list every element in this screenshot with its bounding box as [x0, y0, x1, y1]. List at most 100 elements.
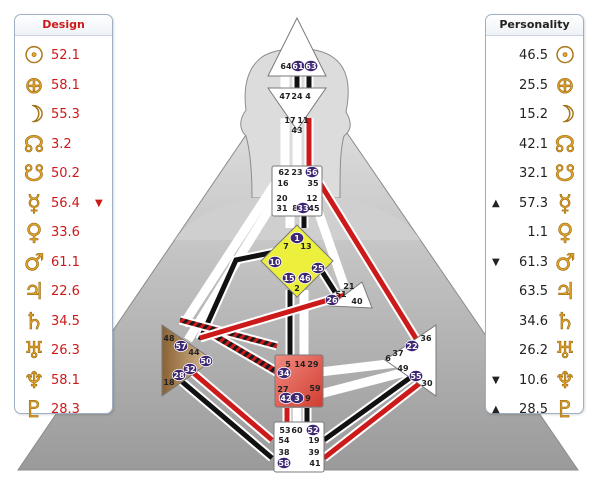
south-node-icon: ☋: [554, 161, 576, 188]
personality-gate-value: 63.5: [519, 284, 548, 299]
channel-activation: [197, 249, 276, 342]
gate-number: 48: [163, 334, 175, 343]
personality-gate-value: 34.6: [519, 313, 548, 329]
gate-number: 22: [406, 342, 417, 351]
gate-activation-marker: [408, 369, 424, 382]
neptune-icon: ♆: [554, 367, 576, 394]
personality-fixing-arrow: ▲: [492, 197, 500, 209]
sun-icon: ☉: [554, 43, 576, 70]
personality-row: ♀1.1: [486, 220, 583, 247]
design-gate-value: 3.2: [51, 136, 72, 152]
gate-number: 41: [309, 459, 321, 468]
gate-number: 26: [326, 296, 338, 305]
gate-number: 5: [285, 360, 291, 369]
personality-row: ♂61.3▼: [486, 249, 583, 276]
gate-number: 29: [307, 360, 319, 369]
gate-number: 6: [385, 354, 391, 363]
design-row: ☋ 50.2: [15, 161, 112, 188]
personality-row: ♄34.6: [486, 308, 583, 335]
gate-number: 17: [284, 116, 295, 125]
gate-number: 62: [278, 168, 289, 177]
design-row: ♇28.3: [15, 397, 112, 424]
gate-activation-marker: [267, 255, 283, 268]
gate-number: 51: [335, 290, 347, 299]
personality-gate-value: 61.3: [519, 254, 548, 270]
gate-number: 20: [276, 194, 288, 203]
personality-panel-title: Personality: [486, 15, 583, 36]
jupiter-icon: ♃: [23, 279, 45, 306]
north-node-icon: ☊: [23, 131, 45, 158]
gate-number: 39: [308, 448, 320, 457]
gate-activation-marker: [303, 60, 319, 73]
gate-number: 15: [283, 274, 295, 283]
design-gate-value: 26.3: [51, 343, 80, 358]
design-gate-value: 58.1: [51, 372, 80, 388]
design-gate-value: 58.1: [51, 77, 80, 93]
south-node-icon: ☋: [23, 161, 45, 188]
design-row: ♃ 22.6: [15, 279, 112, 306]
gate-number: 63: [305, 62, 316, 71]
design-gate-value: 50.2: [51, 166, 80, 181]
gate-number: 4: [305, 92, 311, 101]
personality-row: ♅26.2: [486, 338, 583, 365]
gate-number: 40: [351, 297, 363, 306]
design-row: ♀33.6: [15, 220, 112, 247]
mars-icon: ♂: [554, 249, 576, 276]
moon-icon: ☽: [554, 102, 576, 129]
gate-number: 23: [291, 168, 302, 177]
throat-center: [271, 165, 323, 217]
personality-gate-value: 42.1: [519, 136, 548, 152]
gate-number: 1: [294, 234, 300, 243]
channel-outline: [318, 367, 407, 399]
gate-number: 49: [397, 364, 409, 373]
personality-row: ☊ 42.1: [486, 131, 583, 158]
gate-number: 32: [184, 365, 195, 374]
gate-number: 55: [410, 372, 422, 381]
gate-number: 54: [278, 436, 290, 445]
gate-activation-marker: [281, 271, 297, 284]
neptune-icon: ♆: [23, 367, 45, 394]
gate-number: 19: [308, 436, 320, 445]
jupiter-icon: ♃: [554, 279, 576, 306]
personality-gate-value: 57.3: [519, 195, 548, 211]
channel-activation: [322, 378, 426, 460]
design-gate-value: 34.5: [51, 313, 80, 329]
design-gate-value: 22.6: [51, 284, 80, 299]
personality-row: ☉ 46.5: [486, 43, 583, 70]
design-gate-value: 28.3: [51, 402, 80, 417]
north-node-icon: ☊: [554, 131, 576, 158]
gate-number: 28: [173, 371, 185, 380]
channel-outline: [311, 203, 350, 290]
gate-activation-marker: [310, 261, 326, 274]
design-row: ♅26.3: [15, 338, 112, 365]
channel-activation: [315, 178, 423, 347]
personality-gate-value: 46.5: [519, 48, 548, 63]
personality-row: ♆10.6▼: [486, 367, 583, 394]
gate-number: 8: [292, 204, 298, 213]
personality-row: ♇28.5▲: [486, 397, 583, 424]
personality-gate-value: 28.5: [519, 402, 548, 417]
shoulders-silhouette: [175, 198, 420, 240]
gate-number: 42: [280, 394, 291, 403]
design-row: ⊕58.1: [15, 72, 112, 99]
mercury-icon: ☿: [557, 190, 573, 217]
design-gate-value: 55.3: [51, 107, 80, 122]
design-gate-value: 56.4: [51, 195, 80, 211]
gate-number: 14: [294, 360, 306, 369]
earth-icon: ⊕: [555, 72, 575, 99]
saturn-icon: ♄: [23, 308, 45, 335]
venus-icon: ♀: [25, 220, 43, 247]
personality-gate-value: 32.1: [519, 166, 548, 181]
personality-gate-value: 10.6: [519, 372, 548, 388]
gate-number: 13: [300, 242, 311, 251]
gate-number: 38: [278, 448, 290, 457]
design-fixing-arrow: ▼: [95, 197, 103, 209]
gate-number: 25: [312, 264, 324, 273]
gate-number: 3: [294, 394, 300, 403]
gate-activation-marker: [198, 354, 214, 367]
gate-activation-marker: [276, 456, 292, 469]
gate-activation-marker: [295, 201, 311, 214]
gate-number: 43: [291, 126, 302, 135]
personality-row: ⊕25.5: [486, 72, 583, 99]
